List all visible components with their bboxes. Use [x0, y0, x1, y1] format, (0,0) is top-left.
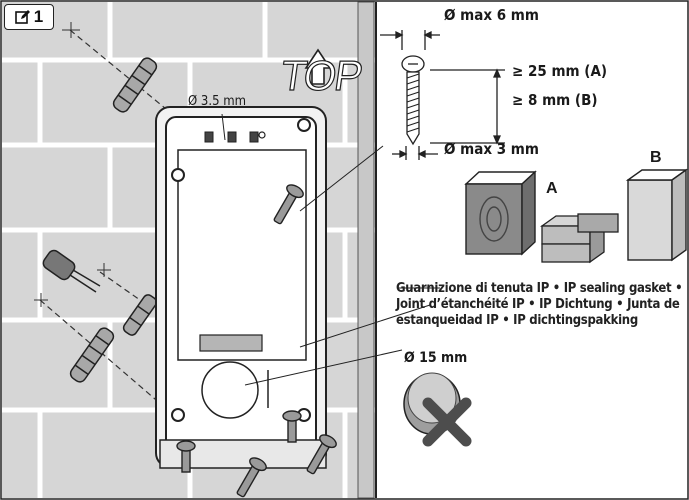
top-arrow-icon	[304, 48, 332, 85]
spec-screw	[380, 30, 505, 160]
material-wood	[464, 170, 537, 256]
wall-edge	[357, 1, 375, 499]
cable	[42, 249, 101, 293]
leader-lines	[221, 113, 440, 386]
knockout-diameter-label: Ø 15 mm	[404, 350, 468, 366]
wall-plugs	[69, 57, 158, 383]
edit-icon	[14, 10, 30, 24]
material-hollow	[625, 168, 689, 262]
screws	[176, 184, 337, 498]
forbidden-coin-icon	[403, 372, 472, 447]
housing	[155, 106, 327, 469]
hole-diameter-label: Ø 3.5 mm	[188, 94, 247, 109]
material-brick	[539, 213, 619, 264]
length-a-label: ≥ 25 mm (A)	[512, 62, 608, 80]
material-b-label: B	[650, 149, 662, 166]
top-label: TOP	[277, 51, 364, 99]
screw-shank-label: Ø max 3 mm	[444, 140, 539, 158]
length-b-label: ≥ 8 mm (B)	[512, 91, 598, 109]
screw-head-label: Ø max 6 mm	[444, 6, 539, 24]
drill-marks	[34, 22, 111, 307]
step-number: 1	[33, 7, 44, 26]
step-badge: 1	[4, 4, 54, 30]
material-a-label: A	[546, 180, 558, 197]
gasket-note: Guarnizione di tenuta IP • IP sealing ga…	[396, 281, 683, 328]
